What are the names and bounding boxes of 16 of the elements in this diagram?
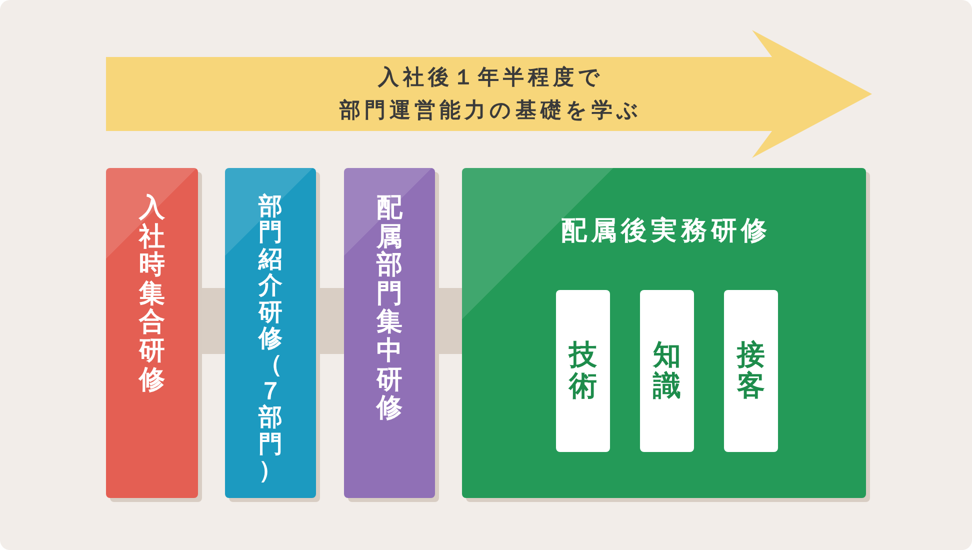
- training-column: [344, 168, 435, 498]
- training-panel: [462, 168, 866, 498]
- arrow-banner: [106, 30, 872, 158]
- skill-card: [640, 290, 694, 452]
- column-label: 部門紹介研修（７部門）: [258, 193, 282, 484]
- card-label: 技術: [569, 340, 597, 402]
- panel-title: 配属後実務研修: [560, 215, 771, 247]
- column-label: 入社時集合研修: [139, 194, 165, 394]
- banner-text: 入社後１年半程度で部門運営能力の基礎を学ぶ: [338, 64, 642, 124]
- column-label: 配属部門集中研修: [376, 194, 402, 423]
- card-label: 知識: [653, 340, 681, 402]
- skill-card: [724, 290, 778, 452]
- training-column: [225, 168, 316, 498]
- card-label: 接客: [737, 340, 765, 402]
- skill-card: [556, 290, 610, 452]
- training-column: [106, 168, 198, 498]
